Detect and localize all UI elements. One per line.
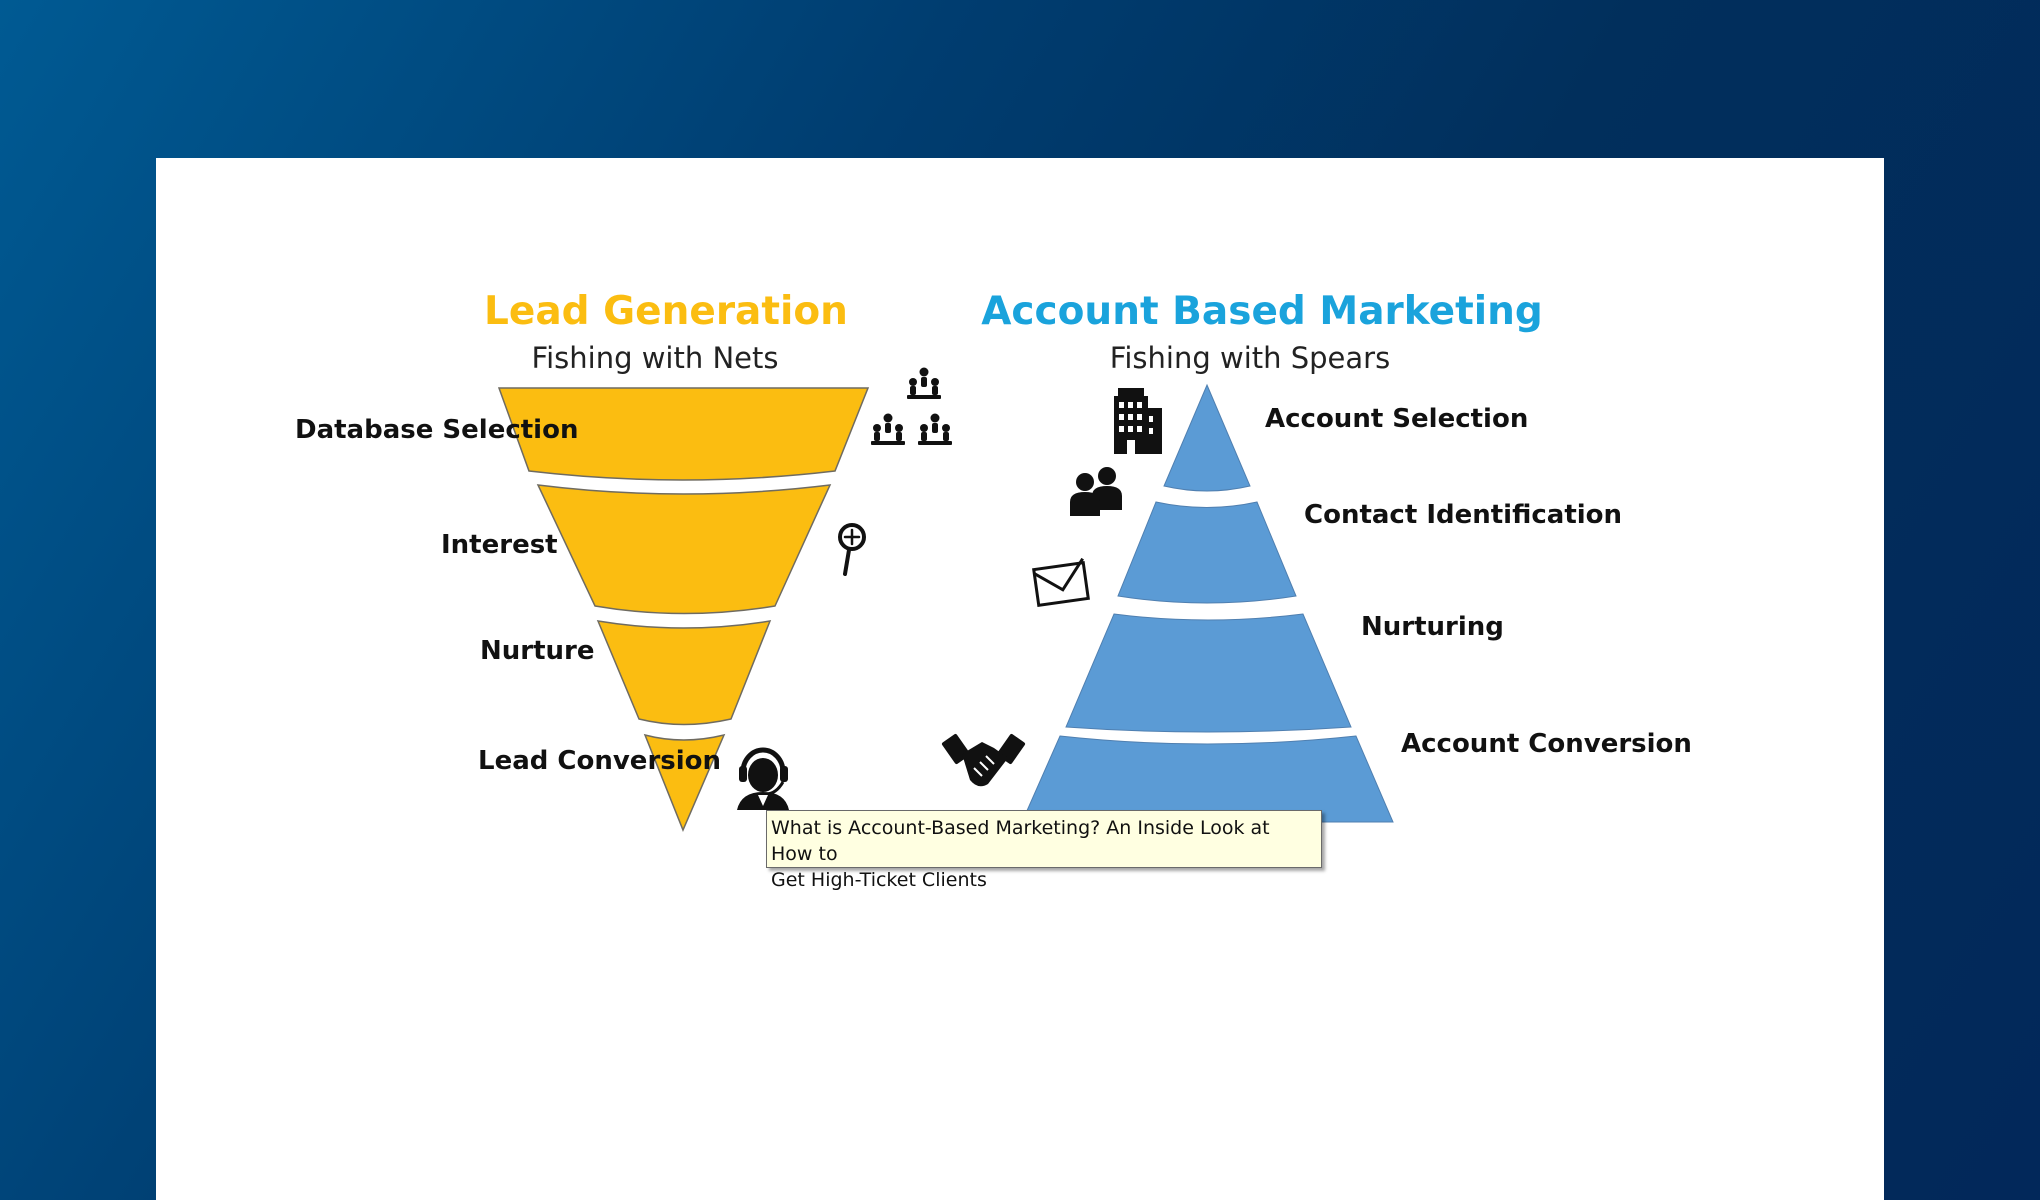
- pyramid-segment-account-conversion: [1021, 735, 1394, 823]
- diagram-canvas: Lead Generation Fishing with Nets Accoun…: [156, 158, 1884, 1200]
- stage-label-account-conversion: Account Conversion: [1401, 729, 1692, 759]
- abm-pyramid: [1021, 383, 1394, 823]
- funnel-segment-nurture: [596, 620, 772, 726]
- two-people-icon: [1070, 467, 1122, 516]
- stage-label-account-selection: Account Selection: [1265, 404, 1528, 434]
- lead-generation-subtitle: Fishing with Nets: [532, 341, 779, 375]
- headset-agent-icon: [737, 747, 789, 810]
- people-groups-icon: [871, 367, 952, 445]
- pyramid-segment-account-selection: [1163, 383, 1251, 492]
- lead-funnel: [497, 387, 870, 832]
- funnel-segment-interest: [536, 484, 832, 615]
- abm-subtitle: Fishing with Spears: [1110, 341, 1390, 375]
- stage-label-contact-identification: Contact Identification: [1304, 500, 1622, 530]
- abm-title: Account Based Marketing: [981, 289, 1543, 334]
- funnel-segment-lead-conversion: [643, 733, 726, 832]
- funnel-vs-pyramid-diagram: Lead Generation Fishing with Nets Accoun…: [295, 289, 1692, 832]
- stage-label-nurturing: Nurturing: [1361, 612, 1504, 642]
- stage-label-database-selection: Database Selection: [295, 415, 578, 445]
- pyramid-segment-nurturing: [1065, 613, 1352, 733]
- stage-label-lead-conversion: Lead Conversion: [478, 746, 721, 776]
- funnel-segment-database-selection: [497, 387, 870, 481]
- tooltip: What is Account-Based Marketing? An Insi…: [766, 810, 1322, 891]
- handshake-icon: [941, 733, 1026, 787]
- lead-generation-title: Lead Generation: [484, 289, 848, 334]
- magnifier-icon: [838, 523, 866, 576]
- stage-label-interest: Interest: [441, 530, 558, 560]
- pyramid-segment-contact-identification: [1117, 501, 1297, 604]
- envelope-icon: [1032, 557, 1090, 607]
- stage-label-nurture: Nurture: [480, 636, 595, 666]
- office-building-icon: [1114, 388, 1162, 454]
